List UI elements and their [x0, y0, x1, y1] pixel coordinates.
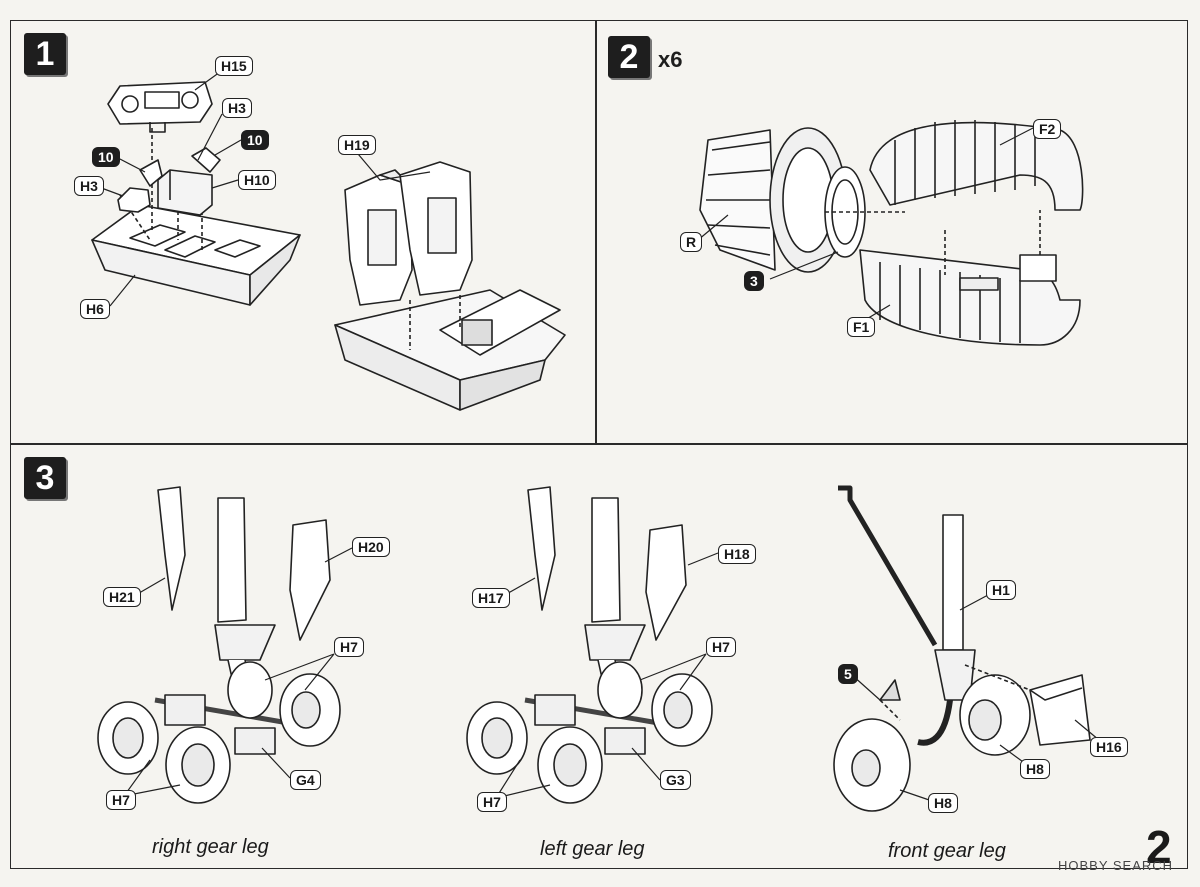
caption-left-gear-leg: left gear leg	[540, 838, 645, 860]
part-label-h20: H20	[352, 537, 390, 557]
part-label-h1: H1	[986, 580, 1016, 600]
page-number: 2	[1146, 821, 1172, 873]
part-label-h3-left: H3	[74, 176, 104, 196]
part-label-h8-top: H8	[1020, 759, 1050, 779]
step-1-badge: 1	[24, 33, 66, 75]
part-label-3: 3	[744, 271, 764, 291]
part-label-h19: H19	[338, 135, 376, 155]
part-label-h15: H15	[215, 56, 253, 76]
leader-lines	[95, 71, 1106, 803]
step-2-multiplier: x6	[658, 47, 683, 72]
part-label-10-right: 10	[241, 130, 269, 150]
part-label-h7-left-bottom: H7	[477, 792, 507, 812]
right-gear-drawing	[97, 486, 341, 804]
part-label-h7-right-bottom: H7	[106, 790, 136, 810]
part-label-r: R	[680, 232, 703, 252]
part-label-g4: G4	[290, 770, 321, 790]
step-2-panel	[595, 20, 1188, 445]
part-label-h21: H21	[103, 587, 141, 607]
caption-front-gear-leg: front gear leg	[888, 840, 1006, 862]
part-label-h7-left-top: H7	[706, 637, 736, 657]
caption-right-gear-leg: right gear leg	[152, 836, 269, 858]
part-label-h18: H18	[718, 544, 756, 564]
step-2-badge: 2	[608, 36, 650, 78]
cockpit-tub-drawing	[91, 81, 301, 306]
part-label-f2: F2	[1033, 119, 1062, 139]
part-label-5: 5	[838, 664, 858, 684]
part-label-g3: G3	[660, 770, 691, 790]
part-label-10-left: 10	[92, 147, 120, 167]
part-label-h3-top: H3	[222, 98, 252, 118]
part-label-h7-right-top: H7	[334, 637, 364, 657]
part-label-h6: H6	[80, 299, 110, 319]
part-label-h8-bottom: H8	[928, 793, 958, 813]
front-gear-drawing	[833, 485, 1091, 812]
part-label-f1: F1	[847, 317, 876, 337]
step-3-panel	[10, 443, 1188, 869]
watermark: HOBBY SEARCH	[1058, 858, 1174, 873]
part-label-h10: H10	[238, 170, 276, 190]
left-gear-drawing	[466, 486, 713, 804]
part-label-h17: H17	[472, 588, 510, 608]
part-label-h16: H16	[1090, 737, 1128, 757]
engine-assembly-drawing	[699, 120, 1084, 346]
step-1-panel	[10, 20, 597, 445]
step-3-badge: 3	[24, 457, 66, 499]
cockpit-seats-drawing	[334, 161, 566, 411]
